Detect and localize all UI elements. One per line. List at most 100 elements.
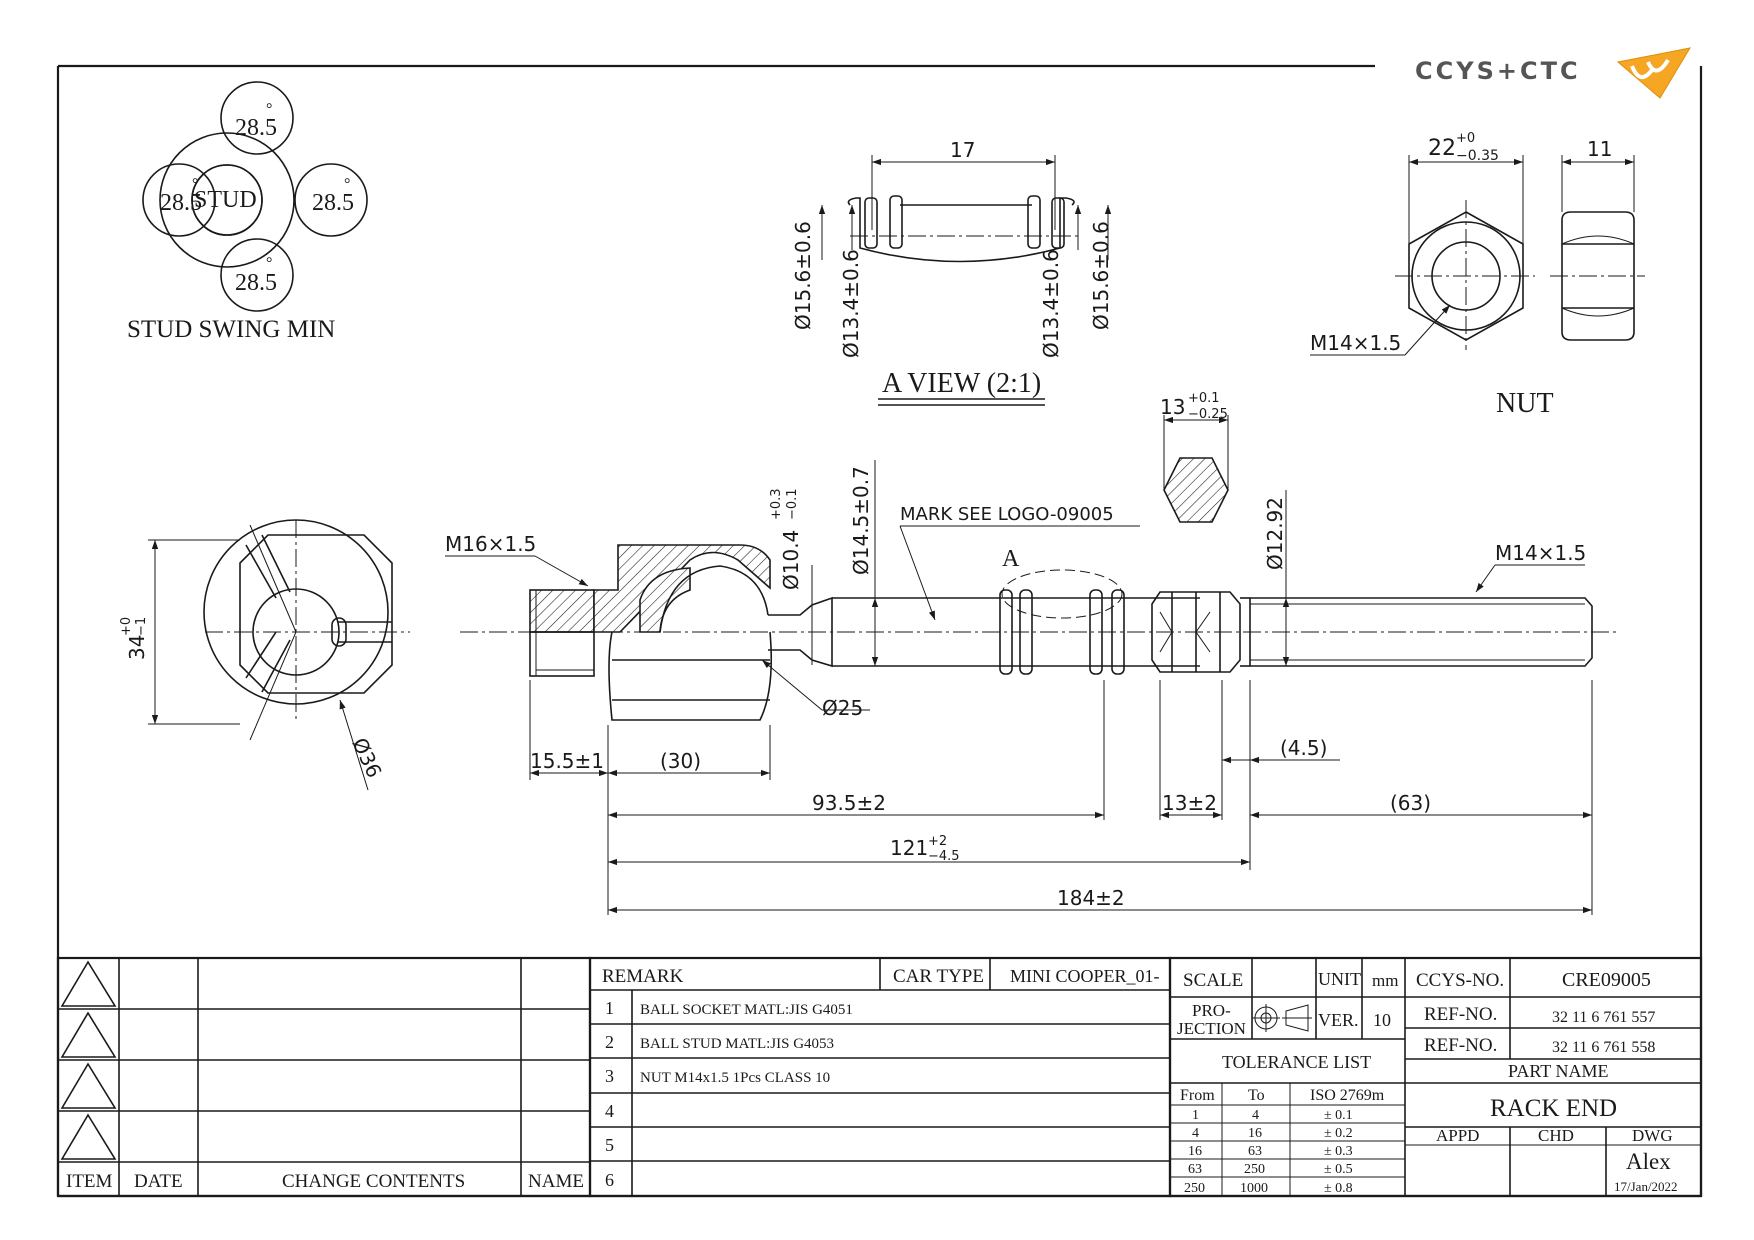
projection-symbol-icon: [1252, 1004, 1312, 1032]
svg-text:+0: +0: [119, 617, 134, 636]
tolerance-title: TOLERANCE LIST: [1222, 1052, 1371, 1072]
title-block: SCALE UNIT mm PRO- JECTION VER. 10 TOLER…: [1168, 956, 1703, 1198]
end-view: 34 +0 −1 Ø36: [119, 519, 410, 791]
remarks-block: REMARK CAR TYPE MINI COOPER_01- 1 BALL S…: [588, 956, 1172, 1198]
part-name-value: RACK END: [1490, 1095, 1617, 1122]
main-thread-right: M14×1.5: [1495, 541, 1586, 565]
svg-text:16: 16: [1188, 1144, 1202, 1159]
svg-text:+2: +2: [928, 834, 947, 849]
svg-text:250: 250: [1244, 1162, 1265, 1177]
ref-no-label-1: REF-NO.: [1424, 1004, 1497, 1025]
remark-text-1: BALL SOCKET MATL:JIS G4051: [640, 1002, 853, 1018]
svg-text:1000: 1000: [1240, 1181, 1268, 1196]
section-a-label: A: [1002, 546, 1020, 572]
a-view-dim-right-inner: Ø13.4±0.6: [1039, 249, 1063, 358]
logo-mark-icon: [1616, 47, 1692, 99]
remark-no-6: 6: [605, 1170, 614, 1190]
stud-swing-diagram: STUD 28.5 28.5 28.5 28.5 ° ° ° ° STUD SW…: [127, 81, 368, 343]
svg-text:± 0.2: ± 0.2: [1324, 1126, 1353, 1141]
svg-text:−1: −1: [134, 617, 149, 636]
ccys-no-label: CCYS-NO.: [1416, 970, 1504, 991]
svg-text:± 0.1: ± 0.1: [1324, 1108, 1353, 1123]
svg-text:63: 63: [1188, 1162, 1202, 1177]
remark-no-3: 3: [605, 1066, 614, 1086]
svg-text:°: °: [192, 176, 198, 193]
dwg-date: 17/Jan/2022: [1614, 1179, 1678, 1194]
a-view-detail: 17 Ø15.6±0.6 Ø13.4±0.6 Ø13.4±0.6 Ø15.6±0…: [791, 138, 1113, 406]
svg-text:+0: +0: [1456, 131, 1475, 146]
svg-text:°: °: [266, 101, 272, 118]
dim-13: 13±2: [1162, 791, 1217, 815]
car-type-value: MINI COOPER_01-: [1010, 966, 1160, 986]
logo-text: CCYS+CTC: [1415, 57, 1581, 85]
ver-value: 10: [1373, 1010, 1391, 1030]
a-view-dim-right-outer: Ø15.6±0.6: [1089, 221, 1113, 330]
rev-header-date: DATE: [134, 1171, 183, 1192]
svg-text:4: 4: [1192, 1126, 1199, 1141]
ref-no-value-1: 32 11 6 761 557: [1552, 1009, 1655, 1026]
ccys-no-value: CRE09005: [1562, 969, 1651, 991]
dim-63: (63): [1390, 791, 1431, 815]
projection-label-2: JECTION: [1177, 1019, 1246, 1038]
svg-text:± 0.5: ± 0.5: [1324, 1162, 1353, 1177]
dim-15-5: 15.5±1: [530, 749, 604, 773]
stud-angle-left: 28.5: [160, 190, 202, 216]
unit-label: UNIT: [1318, 969, 1361, 989]
svg-text:−4.5: −4.5: [928, 849, 960, 864]
part-name-label: PART NAME: [1508, 1061, 1608, 1081]
stud-label: STUD: [194, 187, 257, 213]
remark-no-2: 2: [605, 1032, 614, 1052]
rev-header-change: CHANGE CONTENTS: [282, 1171, 465, 1192]
ref-no-label-2: REF-NO.: [1424, 1035, 1497, 1056]
stud-angle-right: 28.5: [312, 190, 354, 216]
mark-note: MARK SEE LOGO-09005: [900, 504, 1114, 525]
remark-text-3: NUT M14x1.5 1Pcs CLASS 10: [640, 1070, 830, 1086]
rack-end-main-view: 13 +0.1 −0.25 M16×1.5 M14×1.5 MARK SEE L…: [445, 391, 1620, 915]
company-logo: CCYS+CTC: [1415, 47, 1692, 99]
hex-size-dim: 13: [1160, 395, 1185, 419]
revision-block: ITEM DATE CHANGE CONTENTS NAME: [56, 956, 592, 1198]
dim-30: (30): [660, 749, 701, 773]
remark-no-5: 5: [605, 1135, 614, 1155]
ref-no-value-2: 32 11 6 761 558: [1552, 1039, 1655, 1056]
tol-header-to: To: [1248, 1087, 1265, 1104]
nut-af-dim: 22: [1428, 136, 1456, 161]
nut-title: NUT: [1496, 388, 1554, 419]
svg-text:1: 1: [1192, 1108, 1199, 1123]
remark-header: REMARK: [602, 966, 684, 987]
svg-text:63: 63: [1248, 1144, 1262, 1159]
dwg-label: DWG: [1632, 1126, 1673, 1145]
hex-dia-dim: Ø12.92: [1263, 497, 1287, 570]
car-type-label: CAR TYPE: [893, 966, 984, 987]
dim-184: 184±2: [1057, 886, 1125, 910]
chd-label: CHD: [1538, 1126, 1574, 1145]
nut-thread-label: M14×1.5: [1310, 331, 1401, 355]
rev-header-item: ITEM: [66, 1171, 113, 1192]
dim-121: 121: [890, 836, 928, 860]
ver-label: VER.: [1318, 1010, 1359, 1030]
a-view-width-dim: 17: [950, 138, 975, 162]
svg-text:−0.1: −0.1: [785, 488, 800, 520]
end-view-height-dim: 34: [125, 635, 149, 660]
ball-dia-dim: Ø25: [822, 696, 863, 720]
unit-value: mm: [1372, 971, 1398, 990]
scale-label: SCALE: [1183, 970, 1243, 991]
appd-label: APPD: [1436, 1126, 1479, 1145]
a-view-dim-left-outer: Ø15.6±0.6: [791, 221, 815, 330]
neck-dia-dim: Ø10.4: [779, 530, 803, 590]
rev-header-name: NAME: [528, 1171, 584, 1192]
tol-header-from: From: [1180, 1087, 1215, 1104]
svg-text:−0.35: −0.35: [1456, 148, 1499, 164]
svg-text:+0.1: +0.1: [1188, 391, 1220, 406]
svg-text:4: 4: [1252, 1108, 1259, 1123]
nut-detail: 22 +0 −0.35 11 M14×1.5 NUT: [1310, 131, 1645, 419]
remark-no-1: 1: [605, 998, 614, 1018]
remark-no-4: 4: [605, 1101, 614, 1121]
svg-text:16: 16: [1248, 1126, 1262, 1141]
projection-label-1: PRO-: [1192, 1001, 1231, 1020]
remark-text-2: BALL STUD MATL:JIS G4053: [640, 1036, 834, 1052]
stud-swing-caption: STUD SWING MIN: [127, 316, 335, 343]
svg-text:± 0.3: ± 0.3: [1324, 1144, 1353, 1159]
tol-header-iso: ISO 2769m: [1310, 1087, 1385, 1104]
